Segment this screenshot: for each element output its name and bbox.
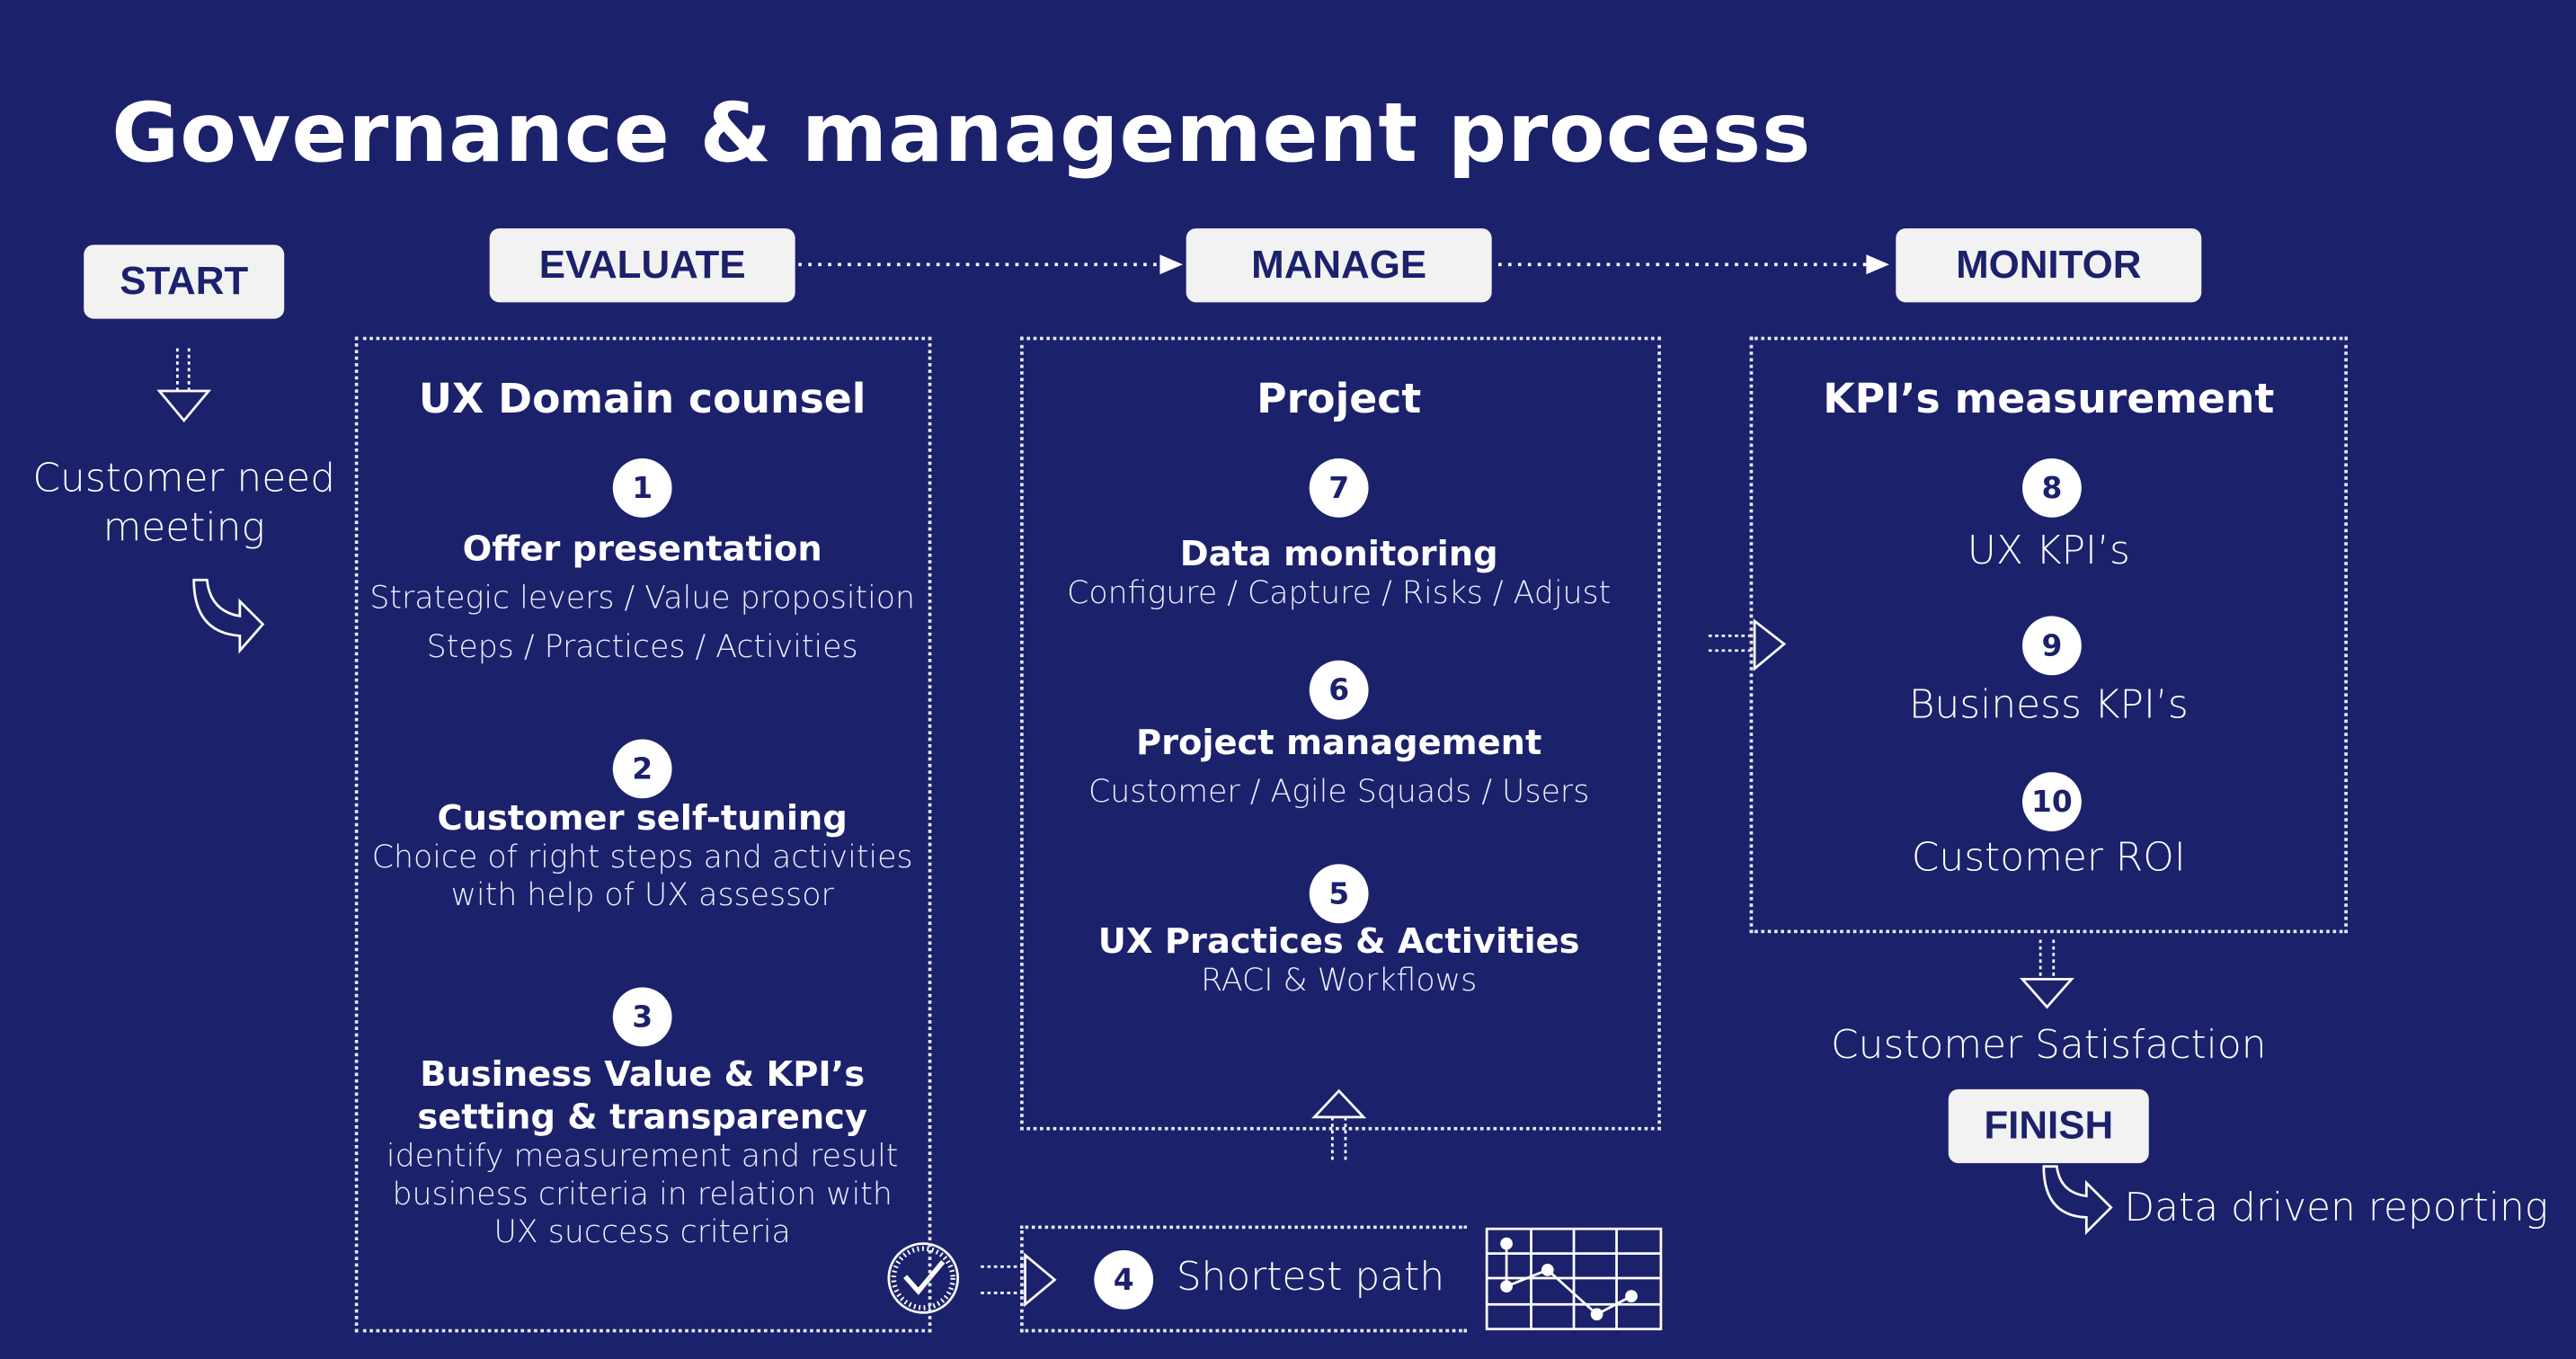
step-number: 8	[2022, 457, 2082, 518]
step-line: UX success criteria	[493, 1213, 791, 1250]
curved-arrow-reporting-icon	[2042, 1165, 2113, 1236]
evaluate-box	[354, 336, 932, 1333]
step-number: 4	[1094, 1249, 1154, 1310]
manage-heading: Project	[1257, 374, 1422, 422]
step-number: 10	[2022, 772, 2082, 831]
step-title: Data monitoring	[1179, 534, 1498, 573]
down-arrow-icon	[156, 348, 212, 423]
manage-box	[1020, 336, 1661, 1131]
down-arrow-satisfaction-icon	[2019, 939, 2074, 1009]
data-driven-reporting-label: Data driven reporting	[2124, 1184, 2549, 1231]
step-title: Offer presentation	[462, 528, 822, 569]
step-project-management: Project management Customer / Agile Squa…	[1088, 721, 1589, 812]
step-number: 2	[612, 739, 672, 799]
finish-stage-label: FINISH	[1948, 1088, 2149, 1164]
step-title: Customer self-tuning	[437, 798, 848, 839]
right-arrow-icon	[1708, 618, 1787, 671]
step-title: Business Value & KPI’s	[420, 1054, 866, 1095]
page-title: Governance & management process	[111, 85, 1812, 182]
step-line: business criteria in relation with	[392, 1176, 893, 1212]
step-line: Customer / Agile Squads / Users	[1088, 773, 1590, 811]
step-data-monitoring: Data monitoring Configure / Capture / Ri…	[1067, 532, 1611, 613]
step-line: Configure / Capture / Risks / Adjust	[1067, 574, 1612, 611]
step-title: UX Practices & Activities	[1097, 921, 1580, 962]
step-line: with help of UX assessor	[450, 877, 834, 914]
step-line: identify measurement and result	[386, 1138, 899, 1175]
monitor-heading: KPI’s measurement	[1823, 374, 2275, 422]
step-line: Steps / Practices / Activities	[426, 629, 858, 666]
step-line: RACI & Workflows	[1201, 963, 1478, 999]
dotted-arrow-manage-monitor	[1497, 254, 1889, 275]
step-number: 5	[1309, 864, 1369, 924]
dotted-arrow-evaluate-manage	[798, 254, 1184, 275]
kpi-ux: UX KPI’s	[1967, 527, 2130, 573]
manage-stage-label: MANAGE	[1186, 228, 1492, 303]
step-ux-practices: UX Practices & Activities RACI & Workflo…	[1098, 920, 1580, 1001]
step-line: Strategic levers / Value proposition	[369, 580, 916, 617]
step-line: Choice of right steps and activities	[371, 839, 913, 876]
step-offer-presentation: Offer presentation Strategic levers / Va…	[369, 528, 915, 672]
customer-need-note: Customer need meeting	[32, 453, 335, 552]
step-number: 3	[612, 987, 672, 1047]
shortest-path-label: Shortest path	[1176, 1253, 1445, 1300]
shortest-path-box	[1020, 1225, 1468, 1333]
customer-satisfaction-label: Customer Satisfaction	[1831, 1021, 2267, 1069]
start-stage-label: START	[84, 244, 285, 319]
step-business-value: Business Value & KPI’s setting & transpa…	[386, 1053, 899, 1252]
evaluate-heading: UX Domain counsel	[418, 374, 866, 422]
up-arrow-icon	[1311, 1088, 1367, 1164]
checkmark-badge-icon	[887, 1242, 959, 1314]
note-line: Customer need	[32, 455, 336, 502]
step-customer-self-tuning: Customer self-tuning Choice of right ste…	[372, 796, 913, 915]
step-number: 7	[1309, 457, 1369, 518]
evaluate-stage-label: EVALUATE	[489, 228, 795, 303]
step-title: setting & transparency	[417, 1097, 867, 1137]
right-arrow-shortest-icon	[981, 1252, 1057, 1308]
kpi-customer-roi: Customer ROI	[1911, 834, 2186, 881]
monitor-stage-label: MONITOR	[1896, 228, 2202, 303]
line-chart-grid-icon	[1485, 1227, 1663, 1331]
note-line: meeting	[102, 504, 265, 551]
step-title: Project management	[1135, 723, 1542, 763]
step-number: 9	[2022, 616, 2082, 676]
monitor-box	[1749, 336, 2348, 934]
kpi-business: Business KPI’s	[1908, 681, 2189, 728]
curved-arrow-icon	[192, 578, 265, 654]
step-number: 6	[1309, 660, 1369, 720]
step-number: 1	[612, 457, 672, 518]
